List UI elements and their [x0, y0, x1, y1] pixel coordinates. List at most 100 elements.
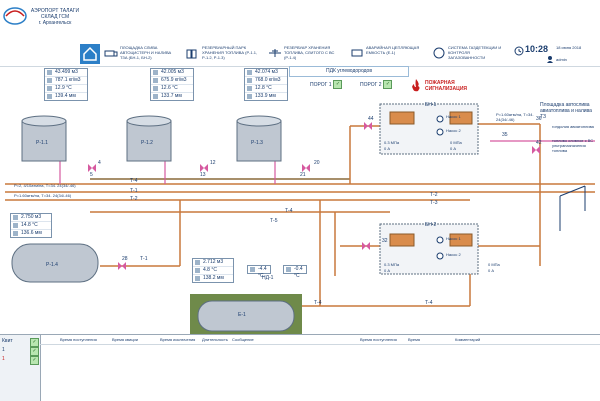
nav-label: СИСТЕМА ГАЗДЕТЕКЦИИ И КОНТРОЛЯ ЗАГАЗОВАН… — [448, 45, 502, 60]
pipe-label: Т-4 — [130, 178, 138, 184]
bn2-box[interactable] — [379, 223, 479, 275]
nav-tank-farm[interactable]: РЕЗЕРВУАРНЫЙ ПАРК ХРАНЕНИЯ ТОПЛИВА (Р-1.… — [186, 44, 266, 66]
pipe-label: Т-4 — [425, 300, 433, 306]
nav-gas-detection[interactable]: СИСТЕМА ГАЗДЕТЕКЦИИ И КОНТРОЛЯ ЗАГАЗОВАН… — [432, 44, 520, 66]
gas-detector-icon — [433, 47, 445, 59]
check-icon[interactable]: ✓ — [30, 338, 39, 347]
check-icon[interactable]: ✓ — [30, 356, 39, 365]
bn1-p1: 0.3 МПа — [384, 140, 400, 145]
bn1-filter — [389, 111, 415, 125]
pump-icon[interactable] — [436, 252, 444, 260]
nav-emergency-tank[interactable]: АВАРИЙНАЯ ЦЕПЛЯЮЩАЯ ЕМКОСТЬ (Е-1) — [350, 44, 430, 66]
valve-label: 32 — [382, 238, 388, 244]
hydrocarbon-status: ПДК углеводородов — [289, 66, 409, 77]
pipes — [5, 123, 595, 307]
valve-icon[interactable] — [364, 122, 372, 130]
battery-icon — [351, 49, 363, 57]
nav-aircraft-tank[interactable]: РЕЗЕРВУАР ХРАНЕНИЯ ТОПЛИВА, СЛИТОГО С ВС… — [268, 44, 348, 66]
nav-label: ПЛОЩАДКА СЛИВА АВТОЦИСТЕРН И НАЛИВА ТЗА … — [120, 45, 172, 60]
process-diagram — [5, 103, 595, 334]
tank-r12-readout: 42.005 м3 675.9 кг/м3 12.6 °С 133.7 мм — [150, 68, 194, 101]
home-button[interactable] — [80, 44, 100, 64]
check-icon: ✓ — [333, 80, 343, 89]
temp-1: -4.4 °С — [248, 266, 270, 279]
r11-volume: 43.499 м3 — [45, 69, 87, 77]
bn2-p1: 0.3 МПа — [384, 262, 400, 267]
col-header: Время квиции — [112, 337, 139, 342]
clock-icon — [514, 46, 524, 56]
valve-icon[interactable] — [118, 262, 126, 270]
airport-title: АЭРОПОРТ ТАЛАГИ СКЛАД ГСМ г. Архангельск — [30, 8, 80, 26]
pipe-label: Т-4 — [314, 300, 322, 306]
fire-alarm-label[interactable]: ПОЖАРНАЯ СИГНАЛИЗАЦИЯ — [425, 80, 467, 92]
bn1-p2: 0 А — [384, 146, 391, 151]
valve-label: 20 — [314, 160, 320, 166]
tank-r13-name: Р-1.3 — [251, 140, 263, 146]
bn2-pump2-label: Насос 2 — [446, 252, 461, 257]
bn1-name: БН-1 — [425, 102, 437, 108]
aircraft-icon — [269, 49, 281, 57]
valve-icon[interactable] — [88, 164, 96, 172]
tank-r13-readout: 42.074 м3 768.0 кг/м3 12.8 °С 133.9 мм — [244, 68, 288, 101]
nav-label: АВАРИЙНАЯ ЦЕПЛЯЮЩАЯ ЕМКОСТЬ (Е-1) — [366, 45, 420, 55]
fire-icon — [412, 79, 420, 92]
tank-e1[interactable] — [190, 294, 302, 334]
event-table: Квит 1 1 ✓ ✓ ✓ Время поступления Время к… — [0, 334, 600, 401]
top-header: АЭРОПОРТ ТАЛАГИ СКЛАД ГСМ г. Архангельск… — [0, 0, 600, 67]
valve-icon[interactable] — [200, 164, 208, 172]
valve-label: 35 — [502, 132, 508, 138]
bn1-meter — [449, 111, 473, 125]
clock-time: 10:28 — [525, 44, 549, 54]
bn2-p2: 0 А — [384, 268, 391, 273]
r13-level: 133.9 мм — [245, 93, 287, 100]
side-label-a: гондолия авиатоплива — [552, 124, 594, 129]
nav-label: РЕЗЕРВУАР ХРАНЕНИЯ ТОПЛИВА, СЛИТОГО С ВС… — [284, 45, 335, 60]
valve-label: 12 — [210, 160, 216, 166]
divider — [40, 344, 600, 345]
line-param: Р=1.60атм/на, Т=34. 24(34/-46) — [14, 193, 72, 198]
pump-icon[interactable] — [436, 115, 444, 123]
r14-temp: 14.8 °С — [11, 222, 51, 230]
valve-label: НД-1 — [262, 275, 274, 281]
valve-label: 5 — [90, 172, 93, 178]
valve-icon[interactable] — [532, 146, 540, 154]
valve-label: 28 — [122, 256, 128, 262]
check-icon[interactable]: ✓ — [30, 347, 39, 356]
valve-icon[interactable] — [362, 242, 370, 250]
tank-r11[interactable] — [21, 115, 67, 162]
bn2-meter — [449, 233, 473, 247]
tank-r14[interactable] — [11, 243, 99, 283]
valve-label: 36 — [536, 116, 542, 122]
bn2-filter — [389, 233, 415, 247]
tank-r13[interactable] — [236, 115, 282, 162]
bn2-p3: 0 МПа — [488, 262, 500, 267]
nav-fuel-truck[interactable]: ПЛОЩАДКА СЛИВА АВТОЦИСТЕРН И НАЛИВА ТЗА … — [104, 44, 184, 66]
temp-readout-2: -0.4 °С — [283, 265, 307, 279]
r13-temp: 12.8 °С — [245, 85, 287, 93]
valve-icon[interactable] — [302, 164, 310, 172]
nav-label: РЕЗЕРВУАРНЫЙ ПАРК ХРАНЕНИЯ ТОПЛИВА (Р-1.… — [202, 45, 258, 60]
threshold-1: ПОРОГ 1✓ — [310, 80, 343, 89]
clock-date: 18 июня 2018 — [556, 45, 582, 50]
r12-level: 133.7 мм — [151, 93, 193, 100]
valve-label: 21 — [300, 172, 306, 178]
ack-count: 1 — [2, 347, 5, 353]
fuel-truck-icon — [104, 50, 118, 57]
col-header: Время исключения — [160, 337, 196, 342]
user-name[interactable]: admin — [556, 57, 567, 62]
r12-volume: 42.005 м3 — [151, 69, 193, 77]
col-header: Время — [408, 337, 421, 342]
pipe-label: Т-1 — [140, 256, 148, 262]
tank-r14-readout: 2.750 м3 14.8 °С 136.6 мм — [10, 213, 52, 238]
tank-r11-readout: 43.499 м3 787.1 кг/м3 12.9 °С 139.4 мм — [44, 68, 88, 101]
loading-arm — [559, 185, 586, 231]
fire-alarm-line1: ПОЖАРНАЯ — [425, 80, 455, 86]
side-title: Площадка автослива авиатоплива и налива … — [540, 102, 592, 120]
col-header: Время поступления — [360, 337, 397, 342]
ack-label: Квит — [2, 338, 13, 344]
pump-icon[interactable] — [436, 128, 444, 136]
r13-density: 768.0 кг/м3 — [245, 77, 287, 85]
airport-line3: г. Архангельск — [38, 20, 72, 26]
pump-icon[interactable] — [436, 236, 444, 244]
tank-r12[interactable] — [126, 115, 172, 162]
